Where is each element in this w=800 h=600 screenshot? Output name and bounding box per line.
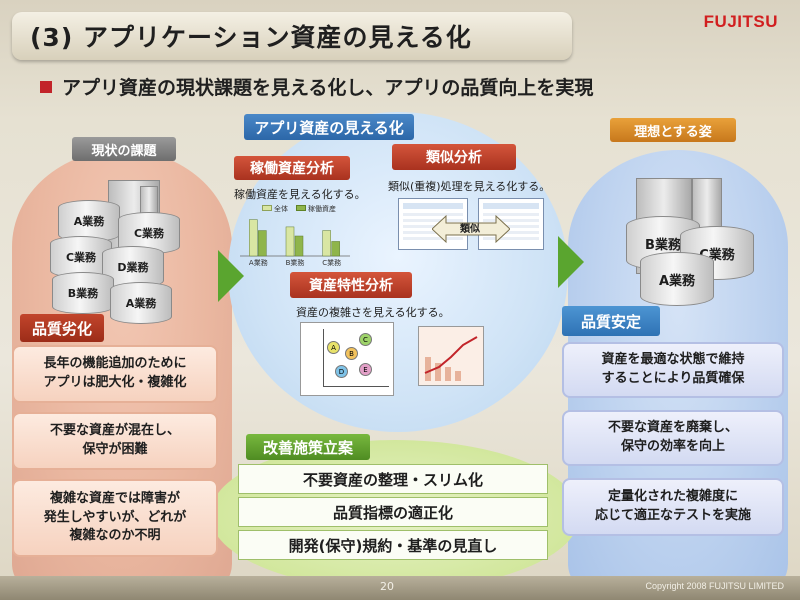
square-bullet-icon xyxy=(40,81,52,93)
slide-title: (3) アプリケーション資産の見える化 xyxy=(30,23,472,52)
measure-item: 品質指標の適正化 xyxy=(238,497,548,527)
goal-item: 不要な資産を廃棄し、 保守の効率を向上 xyxy=(562,410,784,466)
usage-analysis-desc: 稼働資産を見える化する。 xyxy=(234,188,366,201)
footer-bar xyxy=(0,576,800,600)
copyright: Copyright 2008 FUJITSU LIMITED xyxy=(645,581,784,591)
bar-total-2 xyxy=(322,230,331,257)
quality-degradation-label: 品質劣化 xyxy=(20,314,104,342)
characteristics-analysis-label: 資産特性分析 xyxy=(290,272,412,298)
matrix-bubble: E xyxy=(359,363,372,376)
bar-total-0 xyxy=(249,219,258,257)
complexity-matrix: A B C D E xyxy=(300,322,394,396)
x-tick-label: A業務 xyxy=(249,258,268,267)
matrix-bubble: A xyxy=(327,341,340,354)
bar-total-1 xyxy=(285,226,295,257)
similarity-analysis-desc: 類似(重複)処理を見える化する。 xyxy=(388,180,551,193)
fujitsu-logo: FUJITSU xyxy=(703,12,778,31)
current-issues-heading: 現状の課題 xyxy=(72,137,176,161)
improvement-heading: 改善施策立案 xyxy=(246,434,370,460)
legend-item: 全体 xyxy=(262,204,288,214)
page-number: 20 xyxy=(380,580,394,593)
metrics-curve xyxy=(424,336,478,381)
similar-badge: 類似 xyxy=(460,224,480,235)
code-screen-image xyxy=(478,198,544,250)
right-arrow-icon xyxy=(218,250,244,302)
subtitle-text: アプリ資産の現状課題を見える化し、アプリの品質向上を実現 xyxy=(62,77,594,99)
goal-item: 定量化された複雑度に 応じて適正なテストを実施 xyxy=(562,478,784,536)
bar-active-1 xyxy=(294,235,304,257)
database-cylinder: A業務 xyxy=(110,282,172,324)
legend-swatch xyxy=(262,205,272,211)
ideal-state-heading: 理想とする姿 xyxy=(610,118,736,142)
legend-swatch xyxy=(296,205,306,211)
visualization-heading: アプリ資産の見える化 xyxy=(244,114,414,140)
screen-line xyxy=(483,203,539,209)
quality-stable-label: 品質安定 xyxy=(562,306,660,336)
double-arrow-icon xyxy=(432,214,510,244)
measure-item: 不要資産の整理・スリム化 xyxy=(238,464,548,494)
matrix-bubble: C xyxy=(359,333,372,346)
legend-label: 全体 xyxy=(274,205,288,213)
matrix-bubble: B xyxy=(345,347,358,360)
issue-item: 複雑な資産では障害が 発生しやすいが、どれが 複雑なのか不明 xyxy=(12,479,218,557)
chart-legend: 全体 稼働資産 xyxy=(262,204,336,214)
issue-item: 長年の機能追加のために アプリは肥大化・複雑化 xyxy=(12,345,218,403)
legend-item: 稼働資産 xyxy=(296,204,336,214)
bar-active-0 xyxy=(258,230,267,257)
goal-item: 資産を最適な状態で維持 することにより品質確保 xyxy=(562,342,784,398)
matrix-bubble: D xyxy=(335,365,348,378)
x-tick-label: C業務 xyxy=(322,258,341,267)
measure-item: 開発(保守)規約・基準の見直し xyxy=(238,530,548,560)
matrix-axis xyxy=(323,329,324,387)
database-cylinder: B業務 xyxy=(52,272,114,314)
screen-line xyxy=(403,203,463,209)
usage-bar-chart: A業務 B業務 C業務 xyxy=(240,219,350,267)
right-arrow-icon xyxy=(558,236,584,288)
issue-item: 不要な資産が混在し、 保守が困難 xyxy=(12,412,218,470)
x-tick-label: B業務 xyxy=(286,258,305,267)
metrics-chart-image xyxy=(418,326,484,386)
database-cylinder: A業務 xyxy=(640,252,714,306)
similarity-analysis-label: 類似分析 xyxy=(392,144,516,170)
usage-analysis-label: 稼働資産分析 xyxy=(234,156,350,180)
bar-active-2 xyxy=(331,241,340,257)
legend-label: 稼働資産 xyxy=(308,205,336,213)
title-bar xyxy=(12,12,572,60)
matrix-axis xyxy=(323,386,389,387)
characteristics-analysis-desc: 資産の複雑さを見える化する。 xyxy=(296,306,450,319)
slide-subtitle: アプリ資産の現状課題を見える化し、アプリの品質向上を実現 xyxy=(40,73,593,100)
